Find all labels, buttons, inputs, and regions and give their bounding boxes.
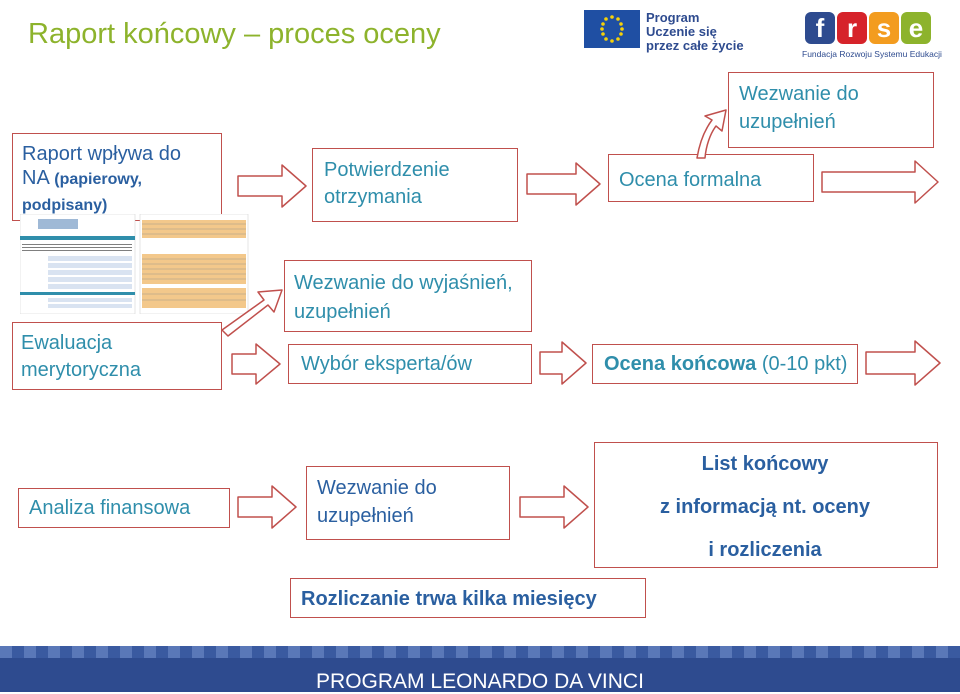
ewaluacja-label: Ewaluacja merytoryczna (21, 332, 142, 381)
page-title: Raport końcowy – proces oceny (28, 18, 441, 50)
ocena-koncowa-bold: Ocena końcowa (604, 353, 757, 375)
box-ocena-formalna: Ocena formalna (608, 154, 814, 202)
wybor-eksperta-label: Wybór eksperta/ów (301, 353, 472, 375)
llp-line1: Program (646, 10, 700, 25)
arrow-right-icon (865, 340, 941, 386)
list-koncowy-line2: z informacją nt. oceny (659, 496, 871, 518)
box-wybor-eksperta: Wybór eksperta/ów (288, 344, 532, 384)
box-wezwanie-bottom: Wezwanie do uzupełnień (306, 466, 510, 540)
footer-text: PROGRAM LEONARDO DA VINCI (316, 670, 644, 693)
llp-line3: przez całe życie (646, 38, 744, 53)
ocena-koncowa-rest: (0-10 pkt) (756, 353, 848, 375)
ocena-formalna-label: Ocena formalna (619, 169, 762, 191)
footer-stripe (0, 646, 960, 658)
frse-mark: f r s e (805, 12, 931, 46)
footer-bar: PROGRAM LEONARDO DA VINCI (0, 658, 960, 693)
llp-line2: Uczenie się (646, 24, 717, 39)
analiza-label: Analiza finansowa (29, 497, 191, 519)
arrow-right-icon (231, 343, 281, 385)
arrow-right-icon (237, 485, 297, 529)
box-list-koncowy: List końcowy z informacją nt. oceny i ro… (594, 442, 938, 568)
wezwanie-wyjasnien-label: Wezwanie do wyjaśnień, uzupełnień (294, 272, 513, 323)
arrow-right-icon (526, 162, 601, 206)
box-wezwanie-top: Wezwanie do uzupełnień (728, 72, 934, 148)
frse-caption: Fundacja Rozwoju Systemu Edukacji (802, 49, 942, 59)
llp-logo: Program Uczenie się przez całe życie (584, 10, 764, 54)
arrow-right-icon (237, 164, 307, 208)
arrow-right-icon (821, 160, 939, 204)
wezwanie-bottom-label: Wezwanie do uzupełnień (317, 477, 437, 527)
frse-logo: f r s e Fundacja Rozwoju Systemu Edukacj… (800, 12, 942, 62)
arrow-right-icon (519, 485, 589, 529)
arrow-curved-icon (696, 109, 727, 159)
raport-main: Raport wpływa do NA (22, 143, 181, 189)
box-ewaluacja: Ewaluacja merytoryczna (12, 322, 222, 390)
list-koncowy-line1: List końcowy (701, 453, 829, 475)
box-wezwanie-wyjasnien: Wezwanie do wyjaśnień, uzupełnień (284, 260, 532, 332)
arrow-diagonal-icon (221, 289, 283, 337)
report-thumbnail (19, 213, 250, 315)
box-raport: Raport wpływa do NA (papierowy, podpisan… (12, 133, 222, 221)
rozliczanie-label: Rozliczanie trwa kilka miesięcy (301, 588, 597, 610)
list-koncowy-line3: i rozliczenia (708, 539, 822, 561)
box-ocena-koncowa: Ocena końcowa (0-10 pkt) (592, 344, 858, 384)
wezwanie-top-label: Wezwanie do uzupełnień (739, 83, 859, 133)
raport-sub: (papierowy, podpisany) (22, 171, 142, 214)
arrow-right-icon (539, 341, 587, 385)
box-potwierdzenie: Potwierdzenie otrzymania (312, 148, 518, 222)
potwierdzenie-label: Potwierdzenie otrzymania (324, 159, 450, 208)
box-analiza: Analiza finansowa (18, 488, 230, 528)
box-rozliczanie: Rozliczanie trwa kilka miesięcy (290, 578, 646, 618)
eu-flag-icon (584, 10, 640, 48)
